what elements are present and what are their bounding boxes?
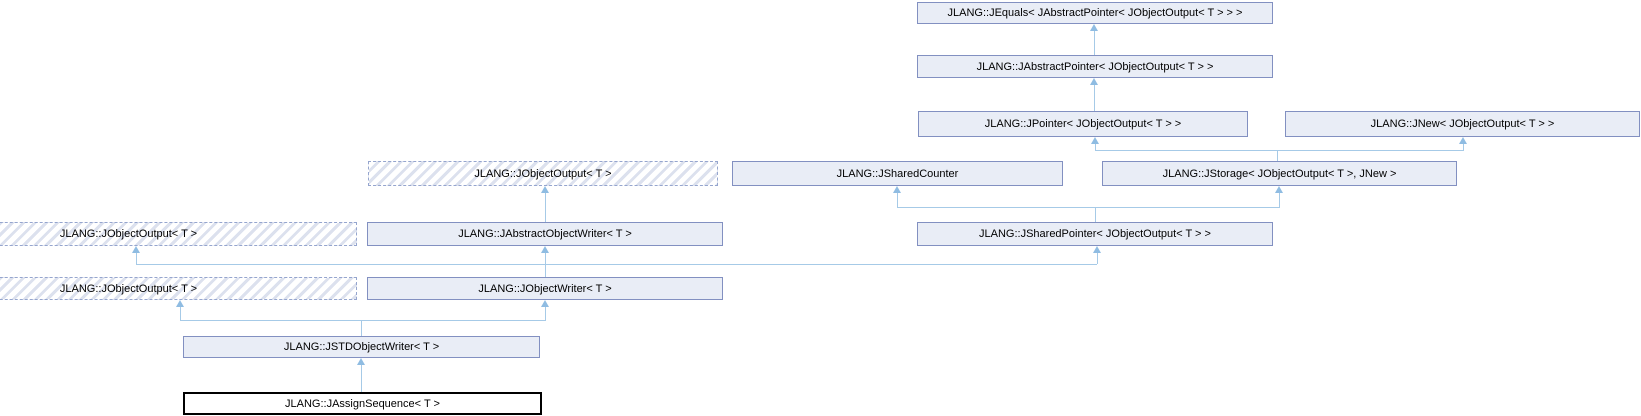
edge-segment [1094, 84, 1095, 112]
node-jstorage[interactable]: JLANG::JStorage< JObjectOutput< T >, JNe… [1102, 161, 1457, 186]
edge-segment [180, 306, 181, 320]
arrow-up-icon [357, 358, 365, 365]
node-jobjectoutput-template: JLANG::JObjectOutput< T > [0, 222, 357, 246]
node-jsharedcounter[interactable]: JLANG::JSharedCounter [732, 161, 1063, 186]
edge-segment [361, 320, 362, 336]
edge-segment [361, 364, 362, 392]
edge-segment [1463, 143, 1464, 151]
node-jabstractobjectwriter[interactable]: JLANG::JAbstractObjectWriter< T > [367, 222, 723, 246]
arrow-up-icon [132, 246, 140, 253]
node-jobjectwriter[interactable]: JLANG::JObjectWriter< T > [367, 277, 723, 300]
node-jequals[interactable]: JLANG::JEquals< JAbstractPointer< JObjec… [917, 2, 1273, 24]
edge-segment [1094, 30, 1095, 56]
edge-segment [1095, 143, 1096, 151]
edge-segment [1097, 252, 1098, 264]
node-jassignsequence-current: JLANG::JAssignSequence< T > [183, 392, 542, 415]
arrow-up-icon [176, 300, 184, 307]
edge-segment [136, 264, 1097, 265]
edge-segment [180, 320, 546, 321]
arrow-up-icon [1091, 137, 1099, 144]
edge-segment [545, 192, 546, 222]
node-jobjectoutput-template: JLANG::JObjectOutput< T > [0, 277, 357, 300]
node-jpointer[interactable]: JLANG::JPointer< JObjectOutput< T > > [918, 111, 1248, 137]
node-jnew[interactable]: JLANG::JNew< JObjectOutput< T > > [1285, 111, 1640, 137]
edge-segment [1095, 207, 1096, 222]
edge-segment [545, 306, 546, 320]
edge-segment [1277, 150, 1278, 161]
arrow-up-icon [1090, 78, 1098, 85]
arrow-up-icon [541, 300, 549, 307]
edge-segment [1279, 192, 1280, 207]
arrow-up-icon [541, 186, 549, 193]
node-jabstractpointer[interactable]: JLANG::JAbstractPointer< JObjectOutput< … [917, 55, 1273, 78]
edge-segment [897, 192, 898, 207]
node-jsharedpointer[interactable]: JLANG::JSharedPointer< JObjectOutput< T … [917, 222, 1273, 246]
node-jobjectoutput-template: JLANG::JObjectOutput< T > [368, 161, 718, 186]
arrow-up-icon [1275, 186, 1283, 193]
arrow-up-icon [541, 246, 549, 253]
edge-segment [136, 252, 137, 264]
arrow-up-icon [1093, 246, 1101, 253]
node-jstdobjectwriter[interactable]: JLANG::JSTDObjectWriter< T > [183, 336, 540, 358]
edge-segment [897, 207, 1280, 208]
arrow-up-icon [893, 186, 901, 193]
arrow-up-icon [1090, 24, 1098, 31]
arrow-up-icon [1459, 137, 1467, 144]
edge-segment [1095, 150, 1464, 151]
